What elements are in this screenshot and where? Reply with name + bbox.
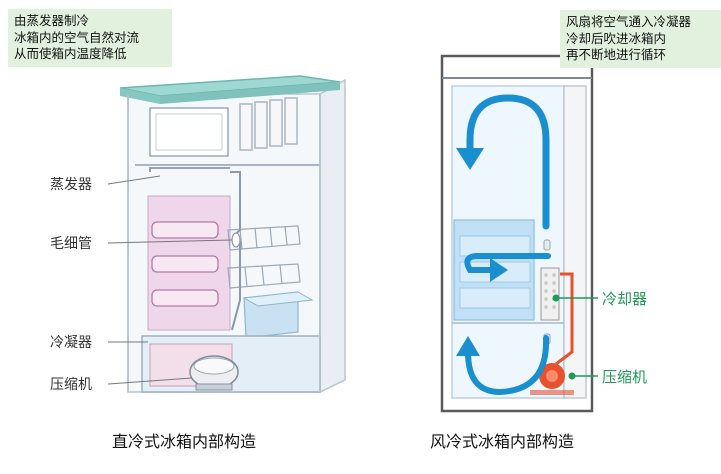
fan-cool-note: 风扇将空气通入冷凝器 冷却后吹进冰箱内 再不断地进行循环 (560, 10, 721, 68)
note-line: 冰箱内的空气自然对流 (14, 30, 166, 47)
caption-direct-cool: 直冷式冰箱内部构造 (112, 428, 256, 452)
note-line: 再不断地进行循环 (566, 47, 718, 64)
note-line: 风扇将空气通入冷凝器 (566, 14, 718, 31)
label-compressor-left: 压缩机 (50, 374, 92, 394)
label-condenser: 冷凝器 (50, 332, 92, 352)
label-capillary: 毛细管 (50, 233, 92, 253)
label-cooler: 冷却器 (602, 288, 647, 309)
fan-cool-fridge-illustration (442, 56, 592, 411)
direct-cool-fridge-illustration (120, 76, 345, 392)
note-line: 从而使箱内温度降低 (14, 46, 166, 63)
note-line: 由蒸发器制冷 (14, 13, 166, 30)
label-compressor-right: 压缩机 (602, 366, 647, 387)
direct-cool-note: 由蒸发器制冷 冰箱内的空气自然对流 从而使箱内温度降低 (8, 9, 172, 67)
note-line: 冷却后吹进冰箱内 (566, 31, 718, 48)
label-evaporator: 蒸发器 (50, 174, 92, 194)
caption-fan-cool: 风冷式冰箱内部构造 (430, 428, 574, 452)
